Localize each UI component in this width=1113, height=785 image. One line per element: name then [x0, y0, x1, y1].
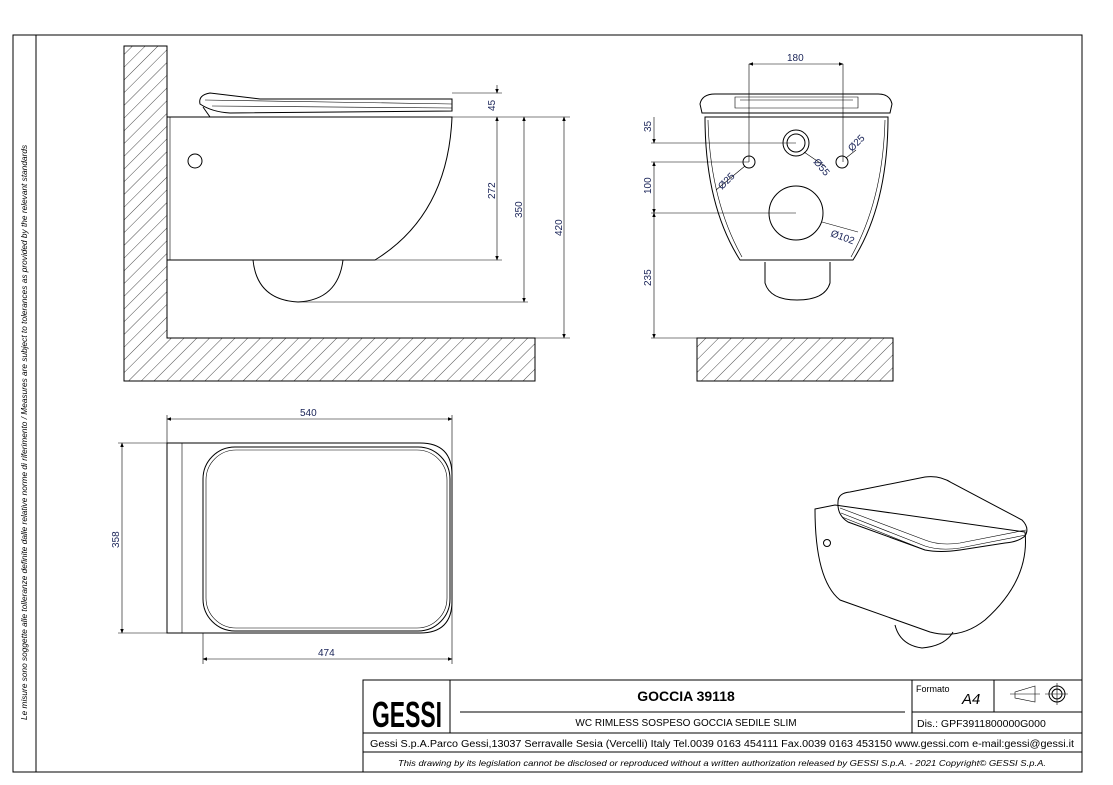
product-title: GOCCIA 39118 — [637, 688, 735, 704]
format-value: A4 — [961, 691, 980, 708]
dim-bolt-right-25: Ø25 — [846, 133, 867, 154]
seat-iso — [837, 476, 1028, 552]
top-view: 540 358 474 — [111, 408, 453, 664]
company-info: Gessi S.p.A.Parco Gessi,13037 Serravalle… — [370, 739, 1074, 750]
dim-seat-474: 474 — [318, 648, 335, 659]
format-label: Formato — [916, 684, 950, 694]
seat-top — [202, 446, 451, 632]
wall-floor-hatch — [123, 45, 536, 382]
inlet-hole — [187, 153, 203, 169]
dim-inlet-55: Ø55 — [811, 157, 832, 179]
bowl-top — [166, 442, 453, 634]
dim-seat-45: 45 — [487, 99, 498, 111]
side-view: 45 272 350 420 — [123, 45, 570, 382]
floor-hatch — [696, 337, 894, 382]
dim-foot-350: 350 — [514, 201, 525, 218]
foot-iso — [894, 624, 954, 649]
seat-profile — [199, 92, 453, 114]
drawing-frame — [12, 34, 1083, 773]
product-subtitle: WC RIMLESS SOSPESO GOCCIA SEDILE SLIM — [575, 718, 796, 729]
bowl-front — [704, 116, 889, 261]
dim-outlet-235: 235 — [643, 269, 654, 286]
dim-floor-420: 420 — [554, 219, 565, 236]
bowl-foot — [252, 259, 344, 303]
dim-length-540: 540 — [300, 408, 317, 419]
title-block: GESSI GOCCIA 39118 WC RIMLESS SOSPESO GO… — [362, 679, 1083, 773]
drawing-number: Dis.: GPF3911800000G000 — [917, 718, 1046, 730]
tolerance-note: Le misure sono soggette alle tolleranze … — [19, 145, 29, 720]
bowl-profile — [166, 116, 453, 261]
dim-bolt-spacing-180: 180 — [787, 53, 804, 64]
dim-width-358: 358 — [111, 531, 122, 548]
dim-outlet-102: Ø102 — [829, 228, 856, 247]
dim-bolt-left-25: Ø25 — [716, 171, 737, 192]
seat-front — [699, 93, 893, 114]
copyright-note: This drawing by its legislation cannot b… — [398, 758, 1046, 768]
bowl-iso — [814, 504, 1026, 635]
gessi-logo: GESSI — [372, 694, 442, 735]
front-view: 180 35 100 235 Ø25 Ø25 Ø55 Ø102 — [643, 53, 894, 382]
dim-top-35: 35 — [643, 120, 654, 132]
isometric-view — [814, 476, 1028, 649]
projection-symbol-icon — [1010, 683, 1068, 705]
dim-spacing-100: 100 — [643, 177, 654, 194]
bolt-hole-right — [835, 155, 849, 169]
dim-bowl-272: 272 — [487, 182, 498, 199]
